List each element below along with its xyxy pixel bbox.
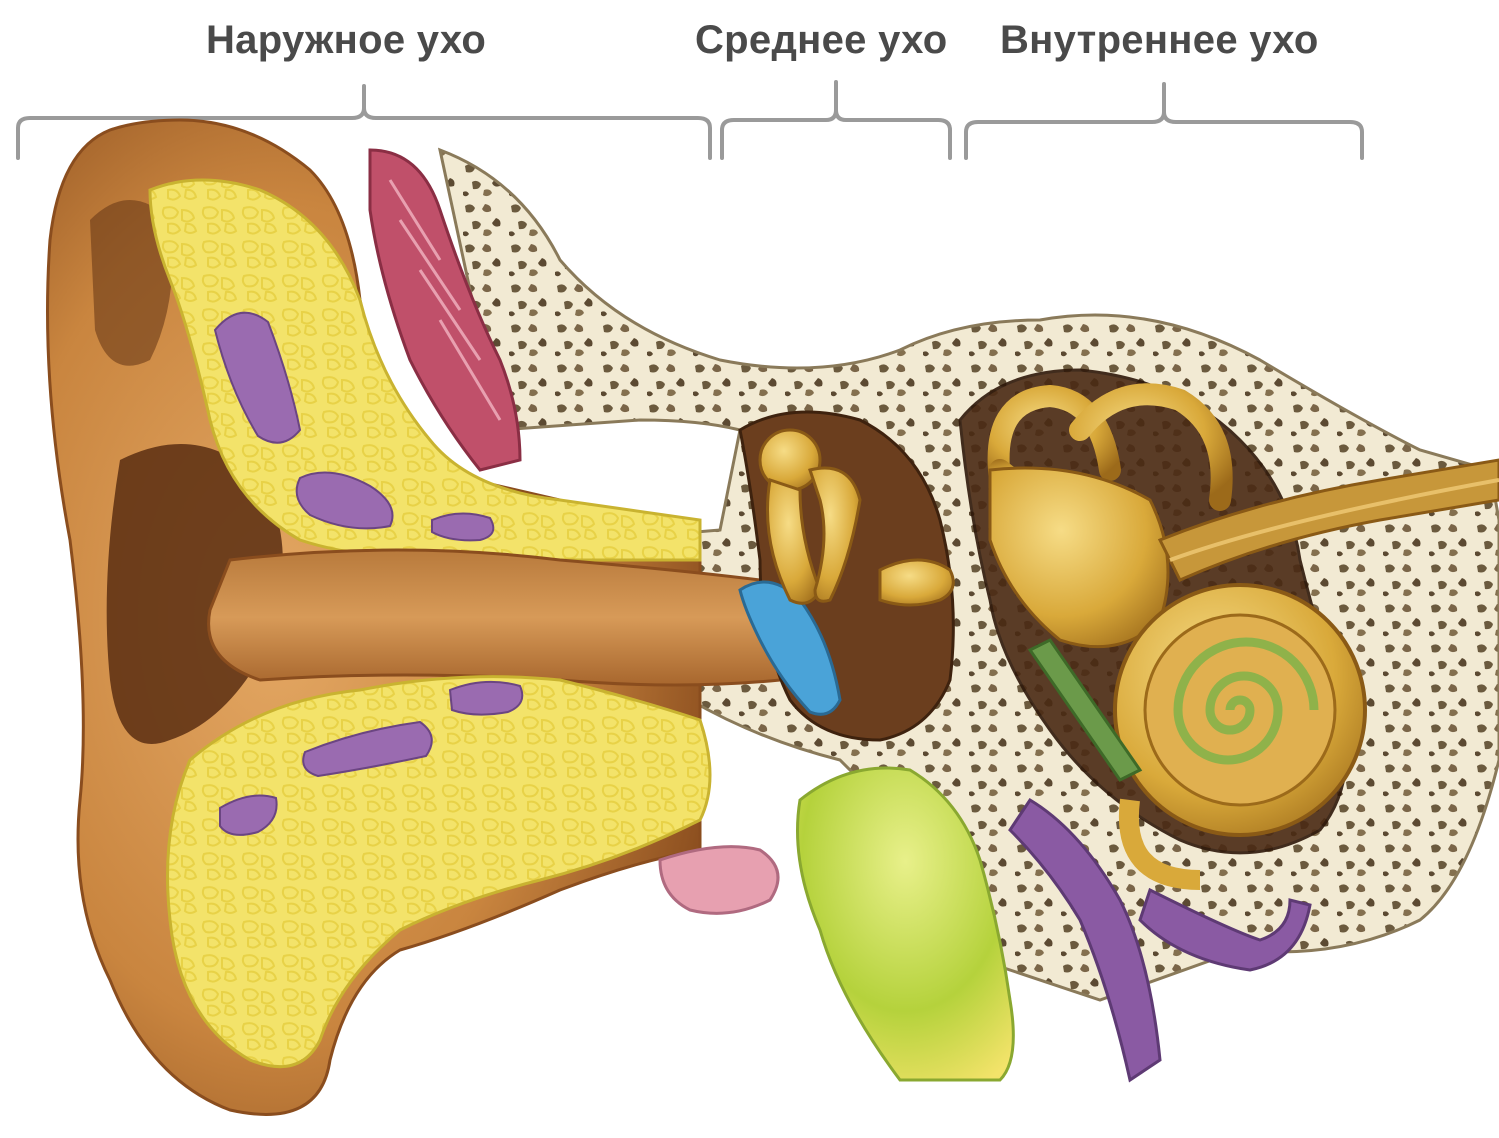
pink-tissue: [660, 847, 778, 914]
middle-ear-bracket: [722, 82, 950, 158]
lower-cartilage: [168, 677, 711, 1067]
inner-ear-bracket: [966, 84, 1362, 158]
stapes: [880, 560, 953, 605]
